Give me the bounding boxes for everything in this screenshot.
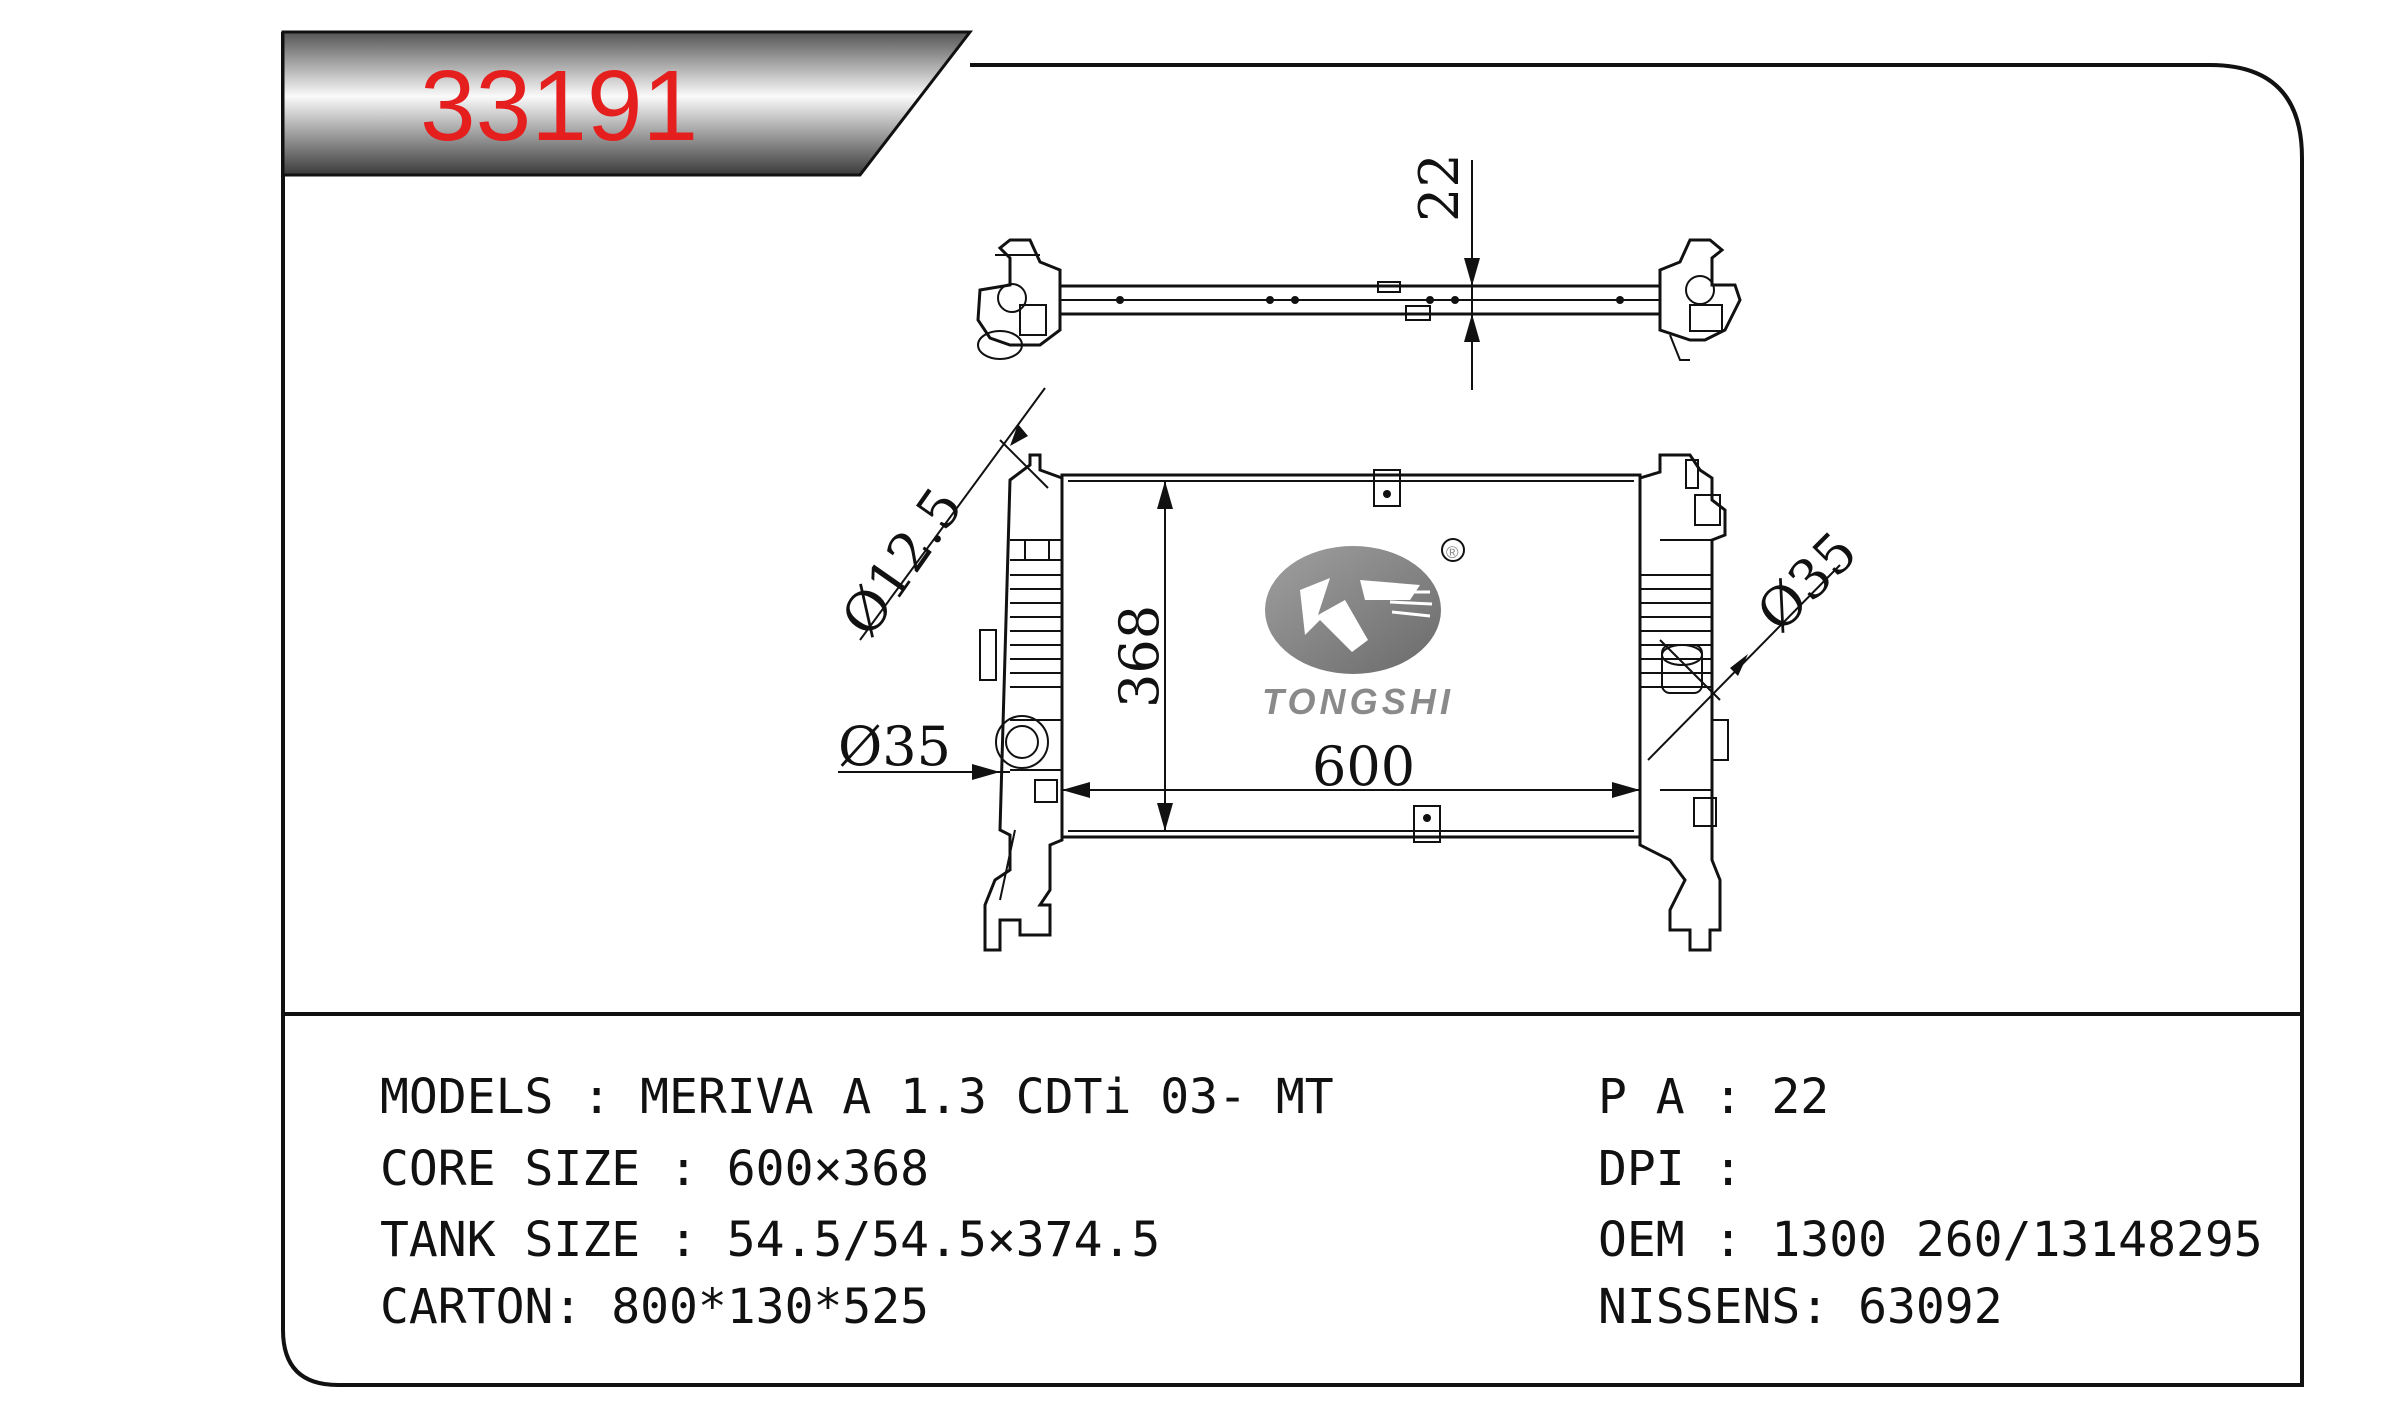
brand-name: TONGSHI xyxy=(1262,681,1451,722)
spec-tank-size: TANK SIZE : 54.5/54.5×374.5 xyxy=(380,1212,1160,1268)
spec-pa: P A : 22 xyxy=(1598,1069,1829,1125)
svg-text:368: 368 xyxy=(1108,605,1171,708)
svg-text:Ø35: Ø35 xyxy=(838,715,951,778)
dimension-height: 368 xyxy=(1108,481,1173,831)
dimension-top-thickness: 22 xyxy=(1408,153,1480,390)
spec-nissens: NISSENS: 63092 xyxy=(1598,1279,2003,1335)
spec-models: MODELS : MERIVA A 1.3 CDTi 03- MT xyxy=(380,1069,1334,1125)
radiator-top-view xyxy=(976,238,1742,361)
svg-text:Ø12.5: Ø12.5 xyxy=(829,477,975,648)
radiator-front-view xyxy=(979,453,1729,952)
part-number: 33191 xyxy=(420,50,698,162)
dimension-width: 600 xyxy=(1062,735,1640,798)
core-fins-right xyxy=(1640,574,1712,688)
tongshi-logo: ® TONGSHI xyxy=(1262,538,1465,722)
outer-frame xyxy=(281,32,2304,1387)
spec-right-column: P A : 22 DPI : OEM : 1300 260/13148295 N… xyxy=(1598,1069,2263,1335)
core-fins-left xyxy=(1010,574,1062,688)
spec-oem: OEM : 1300 260/13148295 xyxy=(1598,1212,2263,1268)
dimension-inlet: Ø12.5 xyxy=(829,387,1049,648)
svg-text:22: 22 xyxy=(1408,153,1471,222)
spec-dpi: DPI : xyxy=(1598,1141,1743,1197)
dimension-left-pipe: Ø35 xyxy=(838,715,1010,780)
header-tab xyxy=(281,30,974,177)
spec-left-column: MODELS : MERIVA A 1.3 CDTi 03- MT CORE S… xyxy=(380,1069,1334,1335)
dimension-right-pipe: Ø35 xyxy=(1647,520,1869,761)
svg-text:Ø35: Ø35 xyxy=(1745,520,1869,644)
spec-carton: CARTON: 800*130*525 xyxy=(380,1279,929,1335)
svg-text:®: ® xyxy=(1446,543,1459,562)
spec-core-size: CORE SIZE : 600×368 xyxy=(380,1141,929,1197)
svg-text:600: 600 xyxy=(1312,735,1415,798)
